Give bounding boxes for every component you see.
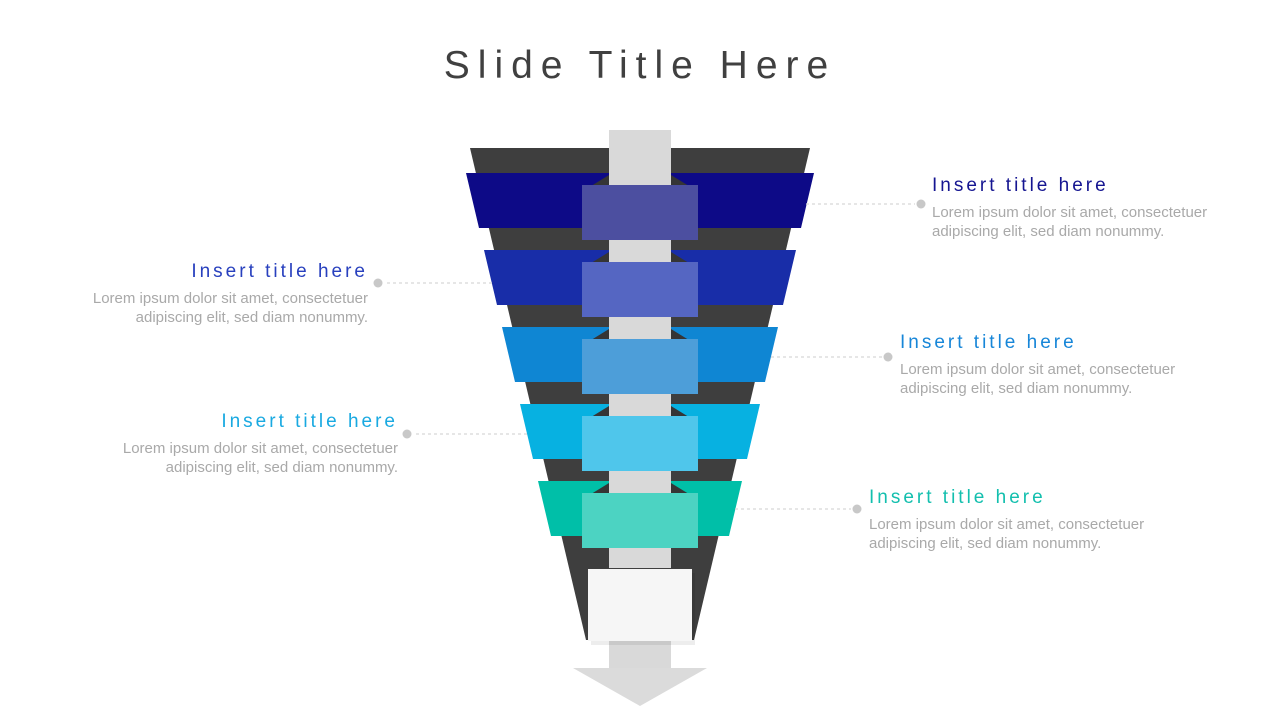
callout-2-body: Lorem ipsum dolor sit amet, consectetuer… bbox=[92, 290, 368, 326]
output-box bbox=[588, 569, 695, 645]
callout-1: Insert title here Lorem ipsum dolor sit … bbox=[932, 174, 1234, 241]
callout-4-title: Insert title here bbox=[221, 411, 398, 432]
callout-5: Insert title here Lorem ipsum dolor sit … bbox=[869, 486, 1171, 553]
callout-5-title: Insert title here bbox=[869, 487, 1046, 508]
callout-2-title: Insert title here bbox=[191, 261, 368, 282]
slide-title: Slide Title Here bbox=[443, 44, 837, 87]
panel-3 bbox=[582, 339, 698, 394]
callout-2: Insert title here Lorem ipsum dolor sit … bbox=[38, 260, 368, 327]
callout-3-title: Insert title here bbox=[900, 332, 1077, 353]
leader-lines bbox=[384, 203, 915, 510]
panel-2 bbox=[582, 262, 698, 317]
callout-4: Insert title here Lorem ipsum dolor sit … bbox=[68, 410, 398, 477]
panel-5 bbox=[582, 493, 698, 548]
leader-dots bbox=[373, 199, 926, 514]
leader-dot-3 bbox=[883, 352, 893, 362]
output-box-face bbox=[588, 569, 692, 641]
panel-4 bbox=[582, 416, 698, 471]
arrow-head-icon bbox=[573, 668, 707, 706]
callout-4-body: Lorem ipsum dolor sit amet, consectetuer… bbox=[122, 440, 398, 476]
panel-1 bbox=[582, 185, 698, 240]
leader-dot-5 bbox=[852, 504, 862, 514]
callout-3-body: Lorem ipsum dolor sit amet, consectetuer… bbox=[900, 361, 1176, 397]
leader-dot-2 bbox=[373, 278, 383, 288]
leader-dot-1 bbox=[916, 199, 926, 209]
funnel-panels bbox=[582, 185, 698, 548]
callout-1-body: Lorem ipsum dolor sit amet, consectetuer… bbox=[932, 204, 1208, 240]
callout-3: Insert title here Lorem ipsum dolor sit … bbox=[900, 331, 1202, 398]
callout-1-title: Insert title here bbox=[932, 175, 1109, 196]
callout-5-body: Lorem ipsum dolor sit amet, consectetuer… bbox=[869, 516, 1145, 552]
leader-dot-4 bbox=[402, 429, 412, 439]
